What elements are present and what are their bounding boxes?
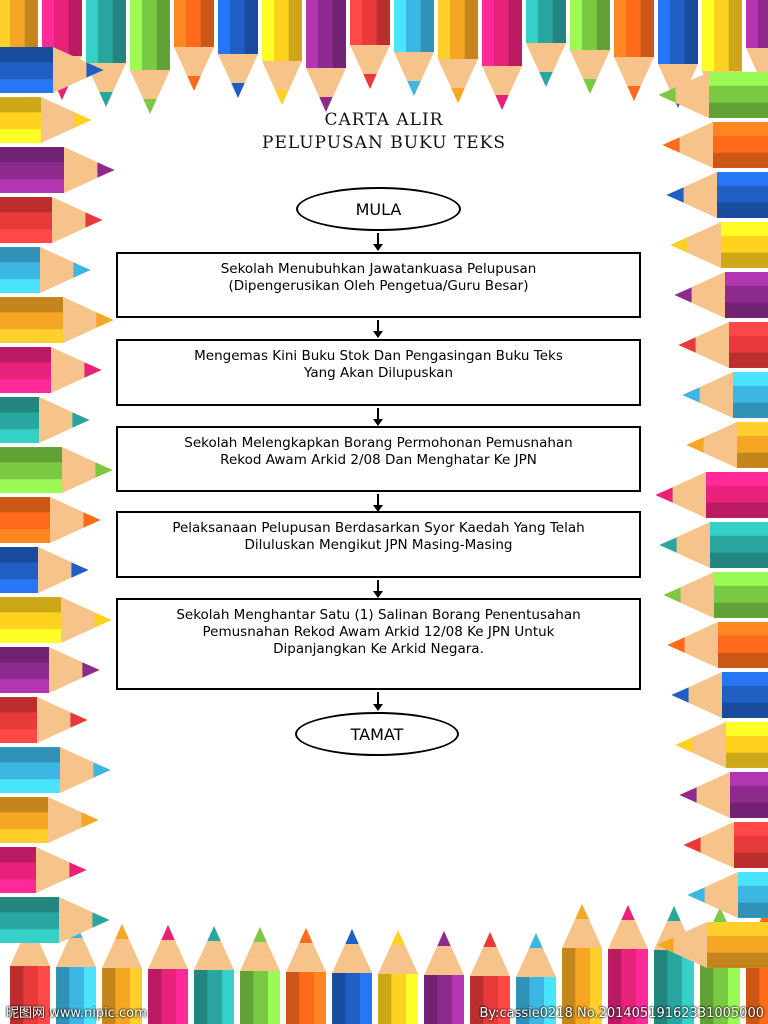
pencil-decoration: [482, 0, 522, 110]
pencil-decoration: [662, 122, 768, 168]
flow-arrow: [373, 233, 383, 251]
start-label: MULA: [355, 199, 402, 219]
chart-title-line-1: CARTA ALIR: [324, 110, 444, 130]
pencil-decoration: [0, 797, 99, 843]
pencil-decoration: [0, 847, 87, 893]
pencil-decoration: [86, 0, 126, 107]
pencil-decoration: [306, 0, 346, 112]
step-2-line-2: Yang Akan Dilupuskan: [303, 365, 454, 381]
pencil-decoration: [666, 172, 768, 218]
pencil-decoration: [0, 47, 104, 93]
pencil-decoration: [424, 931, 464, 1024]
pencil-decoration: [663, 572, 768, 618]
step-5-line-2: Pemusnahan Rekod Awam Arkid 12/08 Ke JPN…: [202, 624, 555, 640]
pencil-decoration: [0, 347, 102, 393]
process-step-4: Pelaksanaan Pelupusan Berdasarkan Syor K…: [116, 511, 641, 578]
pencil-decoration: [130, 0, 170, 114]
pencil-decoration: [608, 905, 648, 1024]
pencil-decoration: [286, 928, 326, 1024]
flow-arrow: [373, 580, 383, 598]
start-terminator: MULA: [296, 187, 461, 231]
end-terminator: TAMAT: [295, 712, 459, 756]
pencil-decoration: [0, 747, 111, 793]
pencil-decoration: [0, 397, 90, 443]
pencil-decoration: [562, 904, 602, 1024]
pencil-decoration: [0, 547, 89, 593]
flow-arrow: [373, 408, 383, 426]
pencil-decoration: [675, 722, 768, 768]
pencil-decoration: [570, 0, 610, 94]
pencil-decoration: [10, 922, 50, 1024]
pencil-decoration: [102, 924, 142, 1024]
pencil-decoration: [678, 322, 768, 368]
pencil-decoration: [394, 0, 434, 96]
pencil-decoration: [670, 222, 768, 268]
pencil-decoration: [674, 272, 768, 318]
watermark-site: 昵图网 www.nipic.com: [6, 1006, 147, 1021]
pencil-decoration: [0, 447, 113, 493]
pencil-decoration: [667, 622, 768, 668]
end-label: TAMAT: [350, 724, 404, 744]
pencil-decoration: [614, 0, 654, 101]
process-step-1: Sekolah Menubuhkan Jawatankuasa Pelupusa…: [116, 252, 641, 318]
pencil-decoration: [56, 923, 96, 1024]
pencil-decoration: [350, 0, 390, 89]
flow-arrow: [373, 692, 383, 711]
pencil-decoration: [378, 930, 418, 1024]
pencil-decoration: [0, 247, 91, 293]
pencil-decoration: [682, 372, 768, 418]
pencil-decoration: [0, 297, 114, 343]
process-step-3: Sekolah Melengkapkan Borang Permohonan P…: [116, 426, 641, 492]
pencil-decoration: [470, 932, 510, 1024]
step-3-line-2: Rekod Awam Arkid 2/08 Dan Menghatar Ke J…: [220, 452, 537, 468]
pencil-decoration: [148, 925, 188, 1024]
watermark-id: By:cassie0218 No.20140519162331005000: [479, 1006, 764, 1021]
step-3-line-1: Sekolah Melengkapkan Borang Permohonan P…: [184, 435, 573, 451]
pencil-decoration: [0, 97, 92, 143]
step-5-line-3: Dipanjangkan Ke Arkid Negara.: [273, 641, 484, 657]
step-4-line-2: Diluluskan Mengikut JPN Masing-Masing: [244, 537, 513, 553]
pencil-decoration: [526, 0, 566, 87]
process-step-2: Mengemas Kini Buku Stok Dan Pengasingan …: [116, 339, 641, 406]
pencil-decoration: [240, 927, 280, 1024]
pencil-decoration: [679, 772, 768, 818]
pencil-decoration: [655, 472, 768, 518]
pencil-decoration: [0, 697, 88, 743]
pencil-decoration: [0, 497, 101, 543]
step-2-line-1: Mengemas Kini Buku Stok Dan Pengasingan …: [194, 348, 563, 364]
flow-arrow: [373, 320, 383, 338]
pencil-decoration: [438, 0, 478, 103]
chart-title-line-2: PELUPUSAN BUKU TEKS: [262, 133, 506, 153]
pencil-decoration: [687, 872, 768, 918]
step-1-line-2: (Dipengerusikan Oleh Pengetua/Guru Besar…: [228, 278, 529, 294]
pencil-decoration: [0, 897, 110, 943]
pencil-decoration: [0, 147, 115, 193]
pencil-decoration: [218, 0, 258, 98]
pencil-decoration: [194, 926, 234, 1024]
pencil-decoration: [671, 672, 768, 718]
pencil-decoration: [0, 197, 103, 243]
step-1-line-1: Sekolah Menubuhkan Jawatankuasa Pelupusa…: [220, 261, 537, 277]
pencil-decoration: [746, 0, 768, 92]
pencil-decoration: [262, 0, 302, 105]
pencil-decoration: [658, 72, 768, 118]
pencil-decoration: [683, 822, 768, 868]
process-step-5: Sekolah Menghantar Satu (1) Salinan Bora…: [116, 598, 641, 690]
pencil-decoration: [0, 647, 100, 693]
pencil-decoration: [516, 933, 556, 1024]
step-5-line-1: Sekolah Menghantar Satu (1) Salinan Bora…: [176, 607, 581, 623]
pencil-decoration: [0, 597, 112, 643]
pencil-decoration: [332, 929, 372, 1024]
step-4-line-1: Pelaksanaan Pelupusan Berdasarkan Syor K…: [172, 520, 585, 536]
flow-arrow: [373, 494, 383, 512]
pencil-decoration: [174, 0, 214, 91]
pencil-decoration: [659, 522, 768, 568]
pencil-decoration: [686, 422, 768, 468]
